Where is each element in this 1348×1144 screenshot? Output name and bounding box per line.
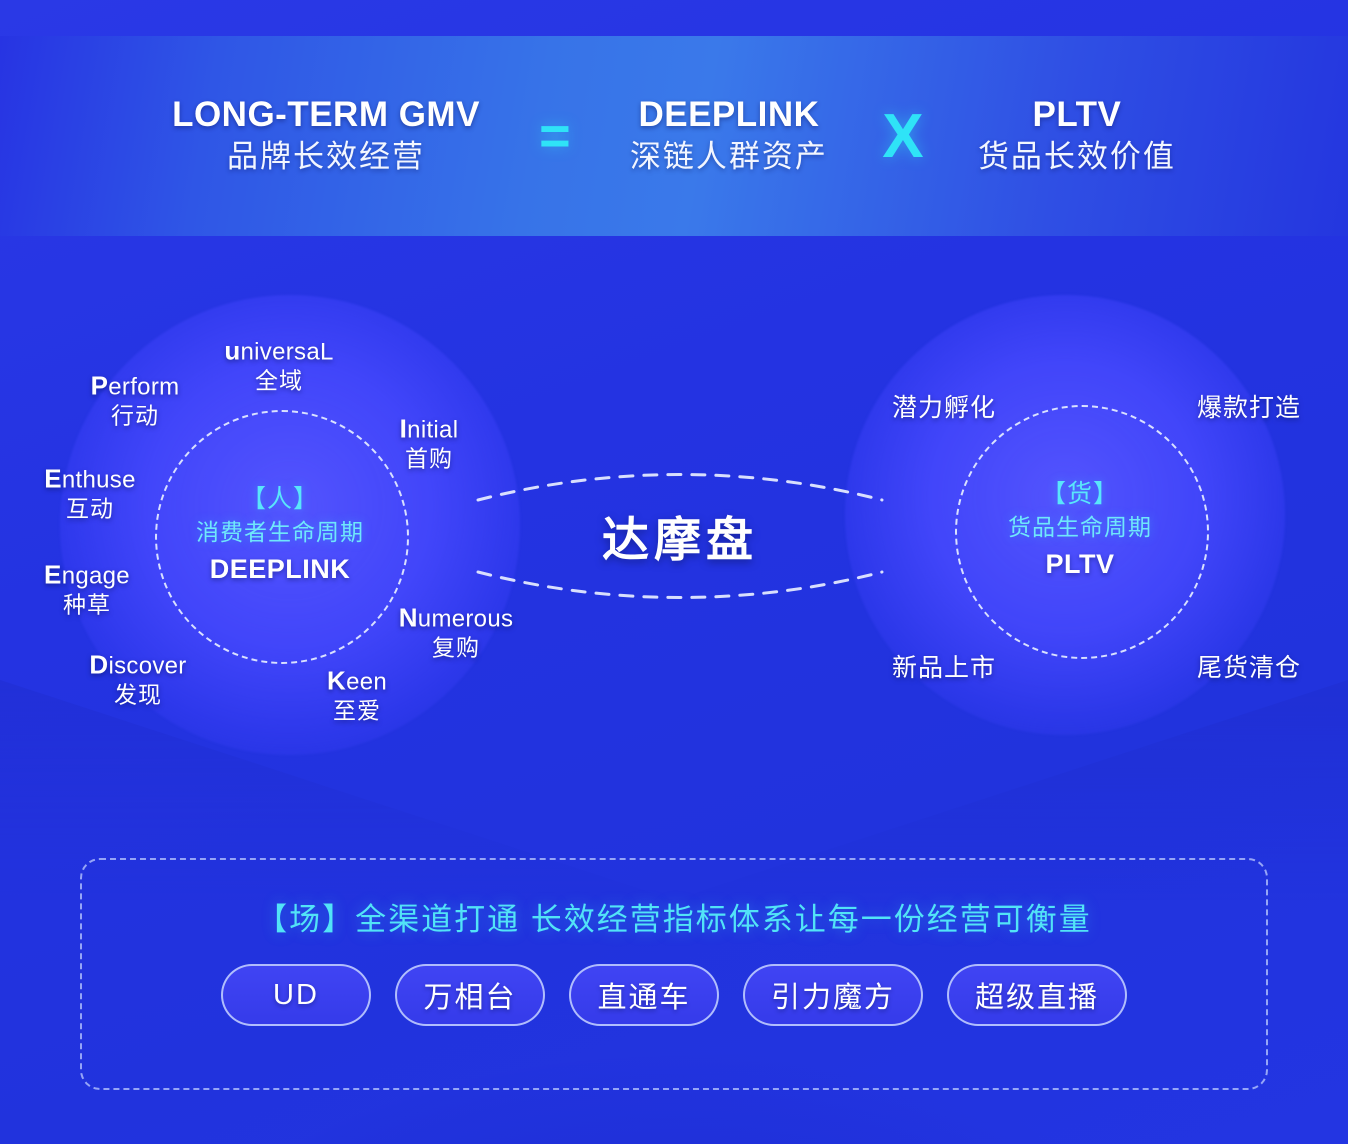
header-deeplink-cn: 深链人群资产 [629,138,828,174]
label-numerous-en: umerous [417,605,514,633]
chip-zhitongche[interactable]: 直通车 [568,964,719,1026]
bottom-panel: 【场】全渠道打通 长效经营指标体系让每一份经营可衡量 UD 万相台 直通车 引力… [80,858,1268,1090]
bottom-panel-title: 【场】全渠道打通 长效经营指标体系让每一份经营可衡量 [256,902,1092,937]
equals-icon: = [539,106,571,166]
label-engage-cn: 种草 [63,591,111,618]
chip-yinlimofang[interactable]: 引力魔方 [742,964,923,1026]
label-numerous-initial: N [398,602,418,633]
label-hit-product-cn: 爆款打造 [1196,393,1302,422]
right-core-bracket: 【货】 [1040,480,1119,509]
header-gmv-cn: 品牌长效经营 [227,138,425,174]
chip-wanxiangtai[interactable]: 万相台 [394,964,545,1026]
right-core-subtitle: 货品生命周期 [1008,513,1152,540]
label-clearance-cn: 尾货清仓 [1196,653,1302,682]
center-label: 达摩盘 [602,512,758,566]
label-perform-cn: 行动 [110,402,159,429]
label-keen-initial: K [326,665,347,696]
header-equation: LONG-TERM GMV 品牌长效经营 = DEEPLINK 深链人群资产 X… [0,36,1348,236]
left-core-subtitle: 消费者生命周期 [196,518,364,545]
label-enthuse-cn: 互动 [65,495,114,522]
label-perform-initial: P [90,370,109,401]
product-chip-list: UD 万相台 直通车 引力魔方 超级直播 [82,964,1266,1026]
header-pltv-cn: 货品长效价值 [977,138,1176,174]
left-core-brand: DEEPLINK [209,553,351,584]
label-new-launch: 新品上市 [892,653,996,684]
multiply-icon: X [882,101,924,171]
label-initial-initial: I [399,413,408,444]
label-discover-initial: D [89,649,109,680]
label-discover-cn: 发现 [113,681,162,708]
right-dashed-ring [955,405,1209,659]
label-engage-en: ngage [61,562,130,590]
header-band [0,36,1348,236]
label-universal-cn: 全域 [255,367,303,394]
label-enthuse-initial: E [44,463,62,494]
label-universal-en: niversaL [240,338,334,366]
label-enthuse-en: nthuse [61,466,136,494]
label-discover-en: iscover [108,652,187,680]
label-engage: Engage 种草 [44,559,130,618]
lens-connector [476,473,884,599]
label-potential-incubation-cn: 潜力孵化 [891,393,997,422]
label-numerous: Numerous 复购 [399,602,514,661]
header-group-gmv: LONG-TERM GMV 品牌长效经营 [172,94,480,177]
label-potential-incubation: 潜力孵化 [892,393,996,424]
label-enthuse: Enthuse 互动 [44,463,136,522]
label-keen: Keen 至爱 [327,665,387,724]
header-gmv-en: LONG-TERM GMV [172,95,480,135]
label-new-launch-cn: 新品上市 [891,653,997,682]
header-group-deeplink: DEEPLINK 深链人群资产 [630,94,828,177]
left-dashed-ring [155,410,409,664]
left-core: 【人】 消费者生命周期 DEEPLINK [155,410,405,660]
label-clearance: 尾货清仓 [1197,653,1301,684]
left-core-bracket: 【人】 [240,485,319,514]
label-initial-cn: 首购 [404,445,453,472]
label-engage-initial: E [44,559,62,590]
header-group-pltv: PLTV 货品长效价值 [978,94,1176,177]
diagram-area: 达摩盘 【人】 消费者生命周期 DEEPLINK 【货】 货品生命周期 PLTV… [0,245,1348,830]
header-pltv-en: PLTV [1032,95,1122,135]
label-keen-en: een [346,668,388,696]
label-keen-cn: 至爱 [333,697,381,724]
label-perform-en: erform [108,373,180,401]
label-numerous-cn: 复购 [432,634,480,661]
label-hit-product: 爆款打造 [1197,393,1301,424]
label-initial-en: nitial [407,416,459,444]
label-initial: Initial 首购 [400,413,459,472]
label-discover: Discover 发现 [89,649,186,708]
chip-ud[interactable]: UD [220,964,371,1026]
right-core-brand: PLTV [1045,548,1115,579]
right-core: 【货】 货品生命周期 PLTV [955,405,1205,655]
label-universal: universaL 全域 [224,335,333,394]
header-deeplink-en: DEEPLINK [638,95,820,135]
label-universal-initial: u [224,335,241,366]
label-perform: Perform 行动 [91,370,180,429]
chip-chaojizhibo[interactable]: 超级直播 [947,964,1128,1026]
